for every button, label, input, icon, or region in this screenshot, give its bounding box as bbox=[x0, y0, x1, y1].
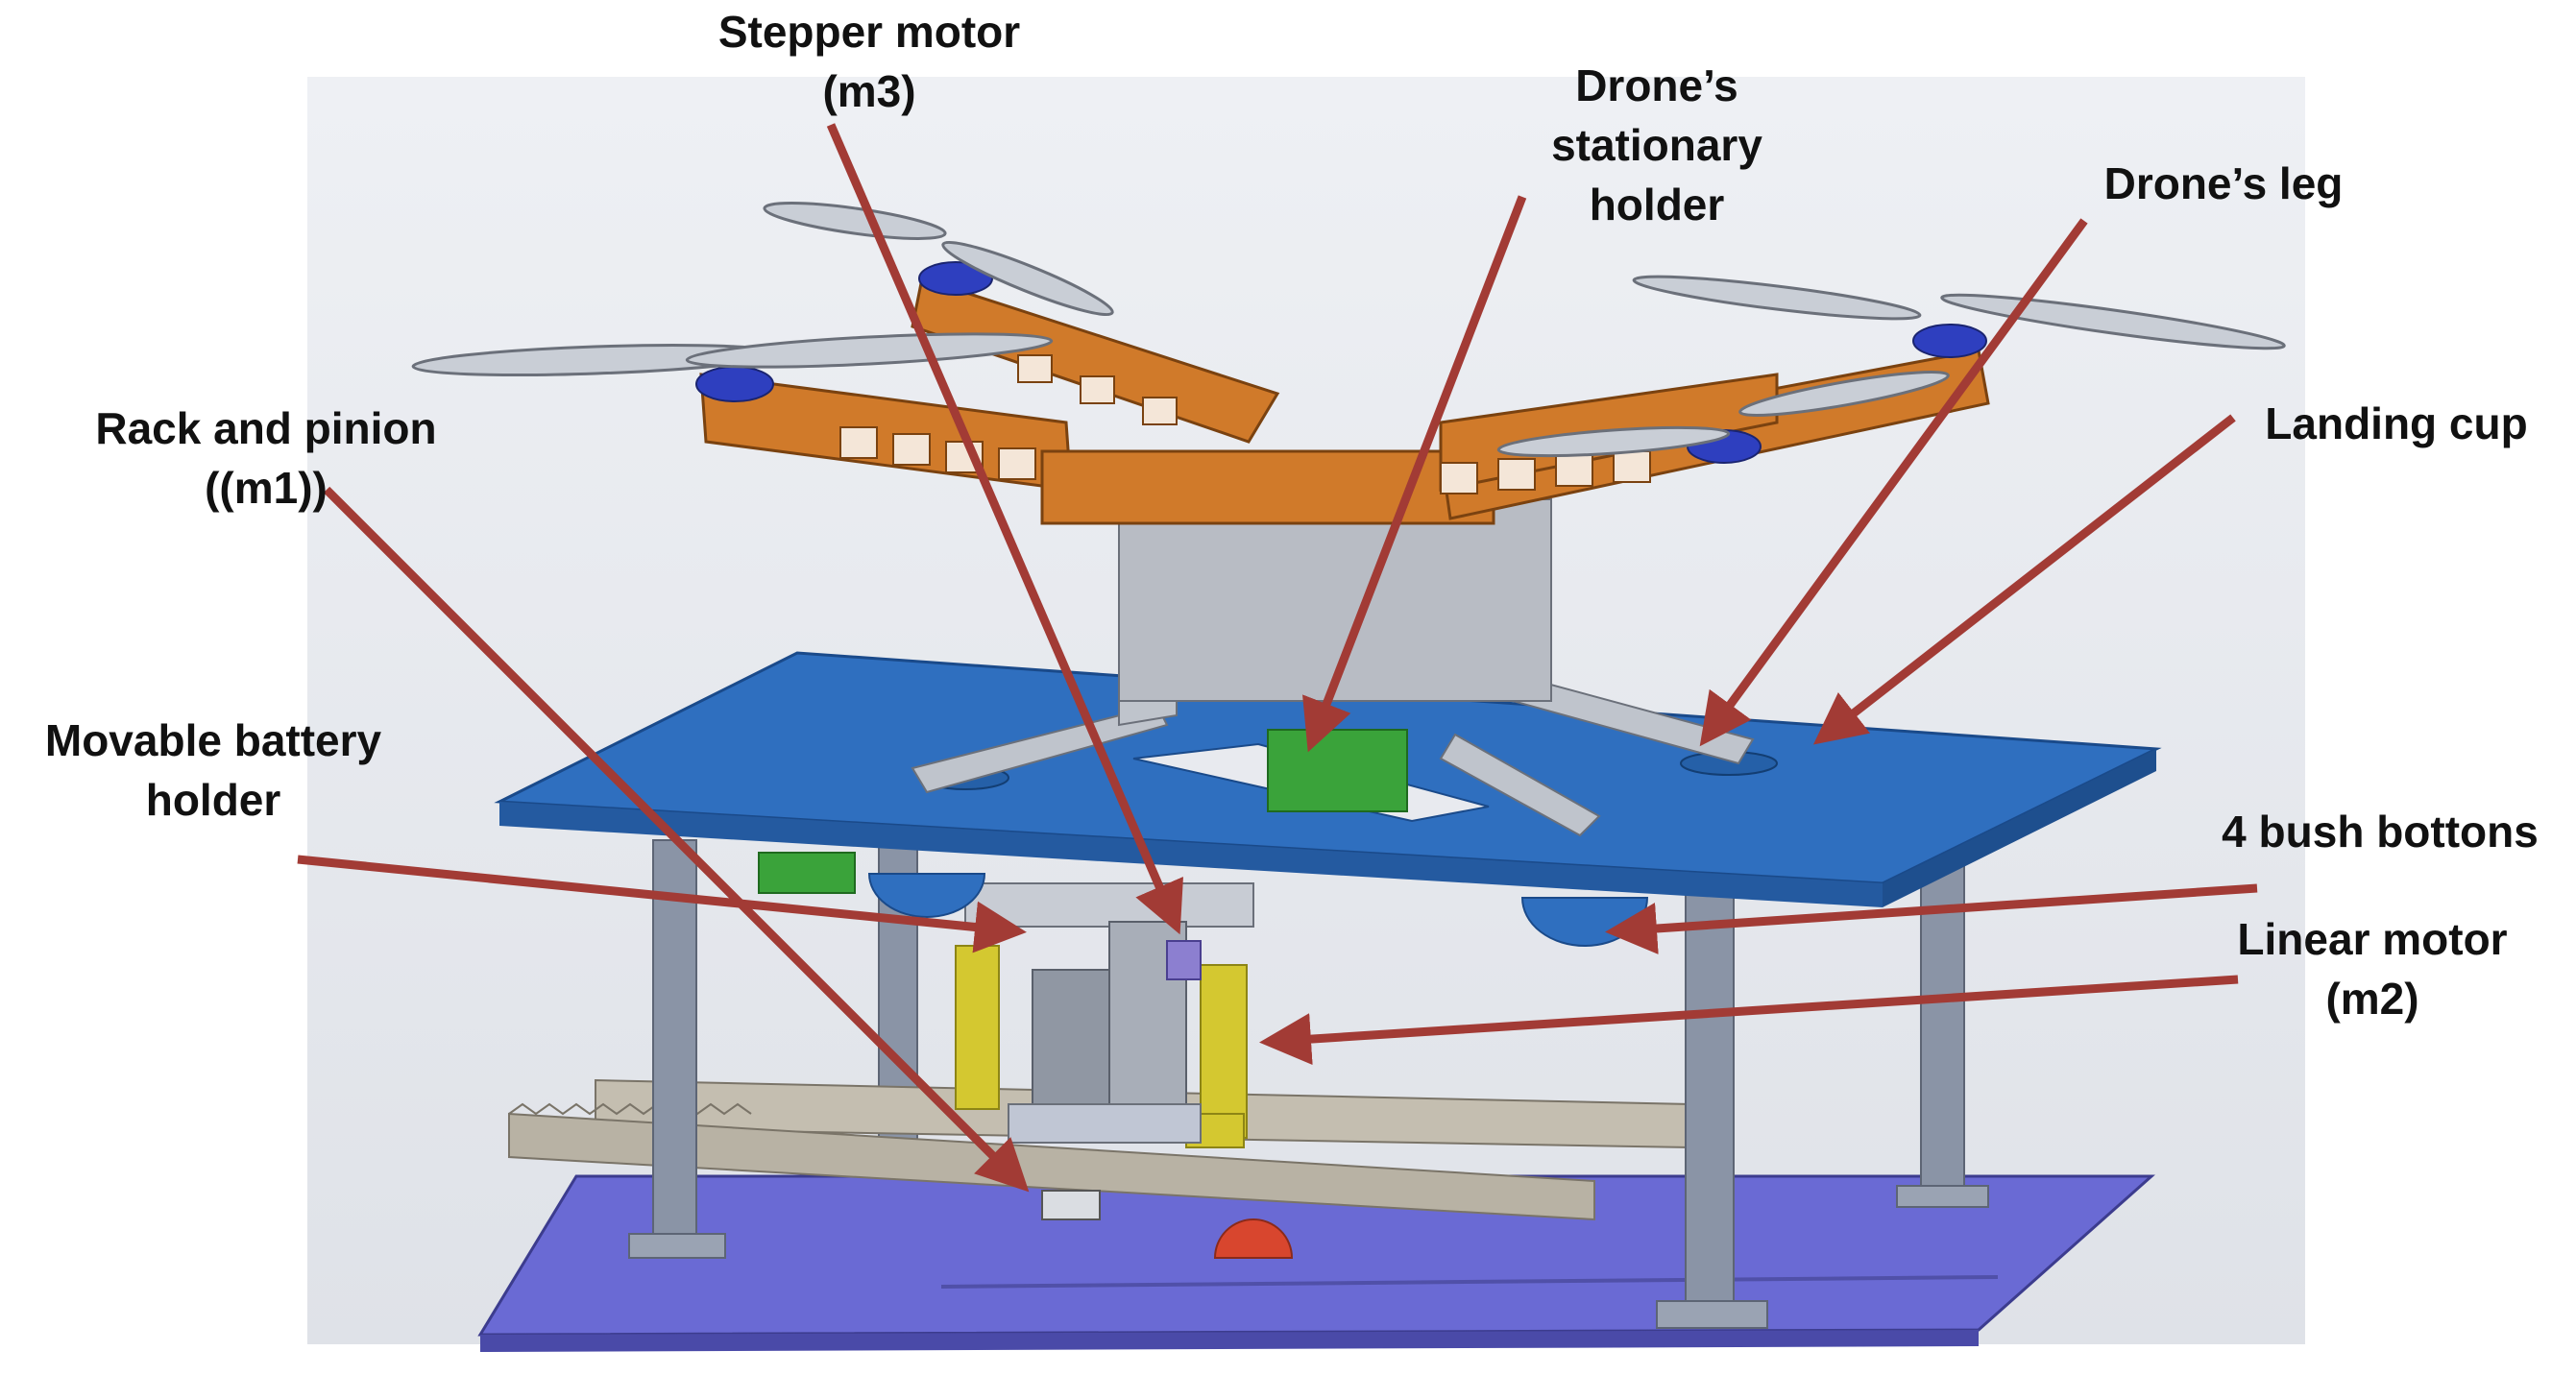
arrow-drone-leg bbox=[1699, 218, 2088, 747]
stationary-holder bbox=[1267, 729, 1408, 812]
arrow-rack-pinion bbox=[323, 486, 1030, 1193]
label-stationary-holder-line2: stationary bbox=[1551, 120, 1762, 170]
bush-buttons bbox=[867, 873, 1649, 947]
arrow-battery-holder bbox=[297, 855, 1027, 953]
label-stationary-holder-line1: Drone’s bbox=[1575, 60, 1738, 110]
arrow-stepper-motor bbox=[826, 123, 1183, 935]
label-stepper-motor-line2: (m3) bbox=[822, 66, 916, 116]
label-rack-pinion: Rack and pinion ((m1)) bbox=[95, 398, 436, 518]
arrow-linear-motor bbox=[1259, 975, 2239, 1066]
label-stepper-motor-line1: Stepper motor bbox=[717, 7, 1021, 57]
label-stationary-holder-line3: holder bbox=[1589, 180, 1725, 229]
label-linear-motor-line2: (m2) bbox=[2325, 974, 2419, 1024]
label-stepper-motor: Stepper motor (m3) bbox=[718, 2, 1020, 121]
label-bush-buttons: 4 bush bottons bbox=[2222, 802, 2539, 861]
annotation-arrows bbox=[297, 123, 2258, 1193]
label-linear-motor-line1: Linear motor bbox=[2237, 914, 2508, 964]
label-linear-motor: Linear motor (m2) bbox=[2237, 909, 2507, 1028]
label-rack-pinion-line2: ((m1)) bbox=[205, 463, 328, 513]
label-landing-cup-line1: Landing cup bbox=[2265, 398, 2528, 448]
arrow-stationary-holder bbox=[1302, 195, 1527, 753]
label-stationary-holder: Drone’s stationary holder bbox=[1551, 56, 1762, 234]
label-drone-leg-line1: Drone’s leg bbox=[2103, 158, 2344, 208]
label-battery-holder-line2: holder bbox=[145, 775, 281, 825]
arrow-landing-cup bbox=[1812, 414, 2236, 745]
arrow-bush-buttons bbox=[1605, 883, 2258, 954]
red-stop-block bbox=[1213, 1218, 1294, 1259]
label-rack-pinion-line1: Rack and pinion bbox=[95, 403, 437, 453]
label-battery-holder: Movable battery holder bbox=[45, 711, 381, 830]
propellers bbox=[411, 202, 2286, 458]
frame-cutouts bbox=[839, 354, 1651, 495]
green-block-under bbox=[758, 852, 856, 894]
label-bush-buttons-line1: 4 bush bottons bbox=[2222, 807, 2539, 856]
label-drone-leg: Drone’s leg bbox=[2104, 154, 2344, 213]
drone-legs bbox=[911, 661, 1755, 837]
pinion-gear bbox=[1041, 1190, 1101, 1220]
label-landing-cup: Landing cup bbox=[2265, 394, 2527, 453]
label-battery-holder-line1: Movable battery bbox=[44, 715, 382, 765]
